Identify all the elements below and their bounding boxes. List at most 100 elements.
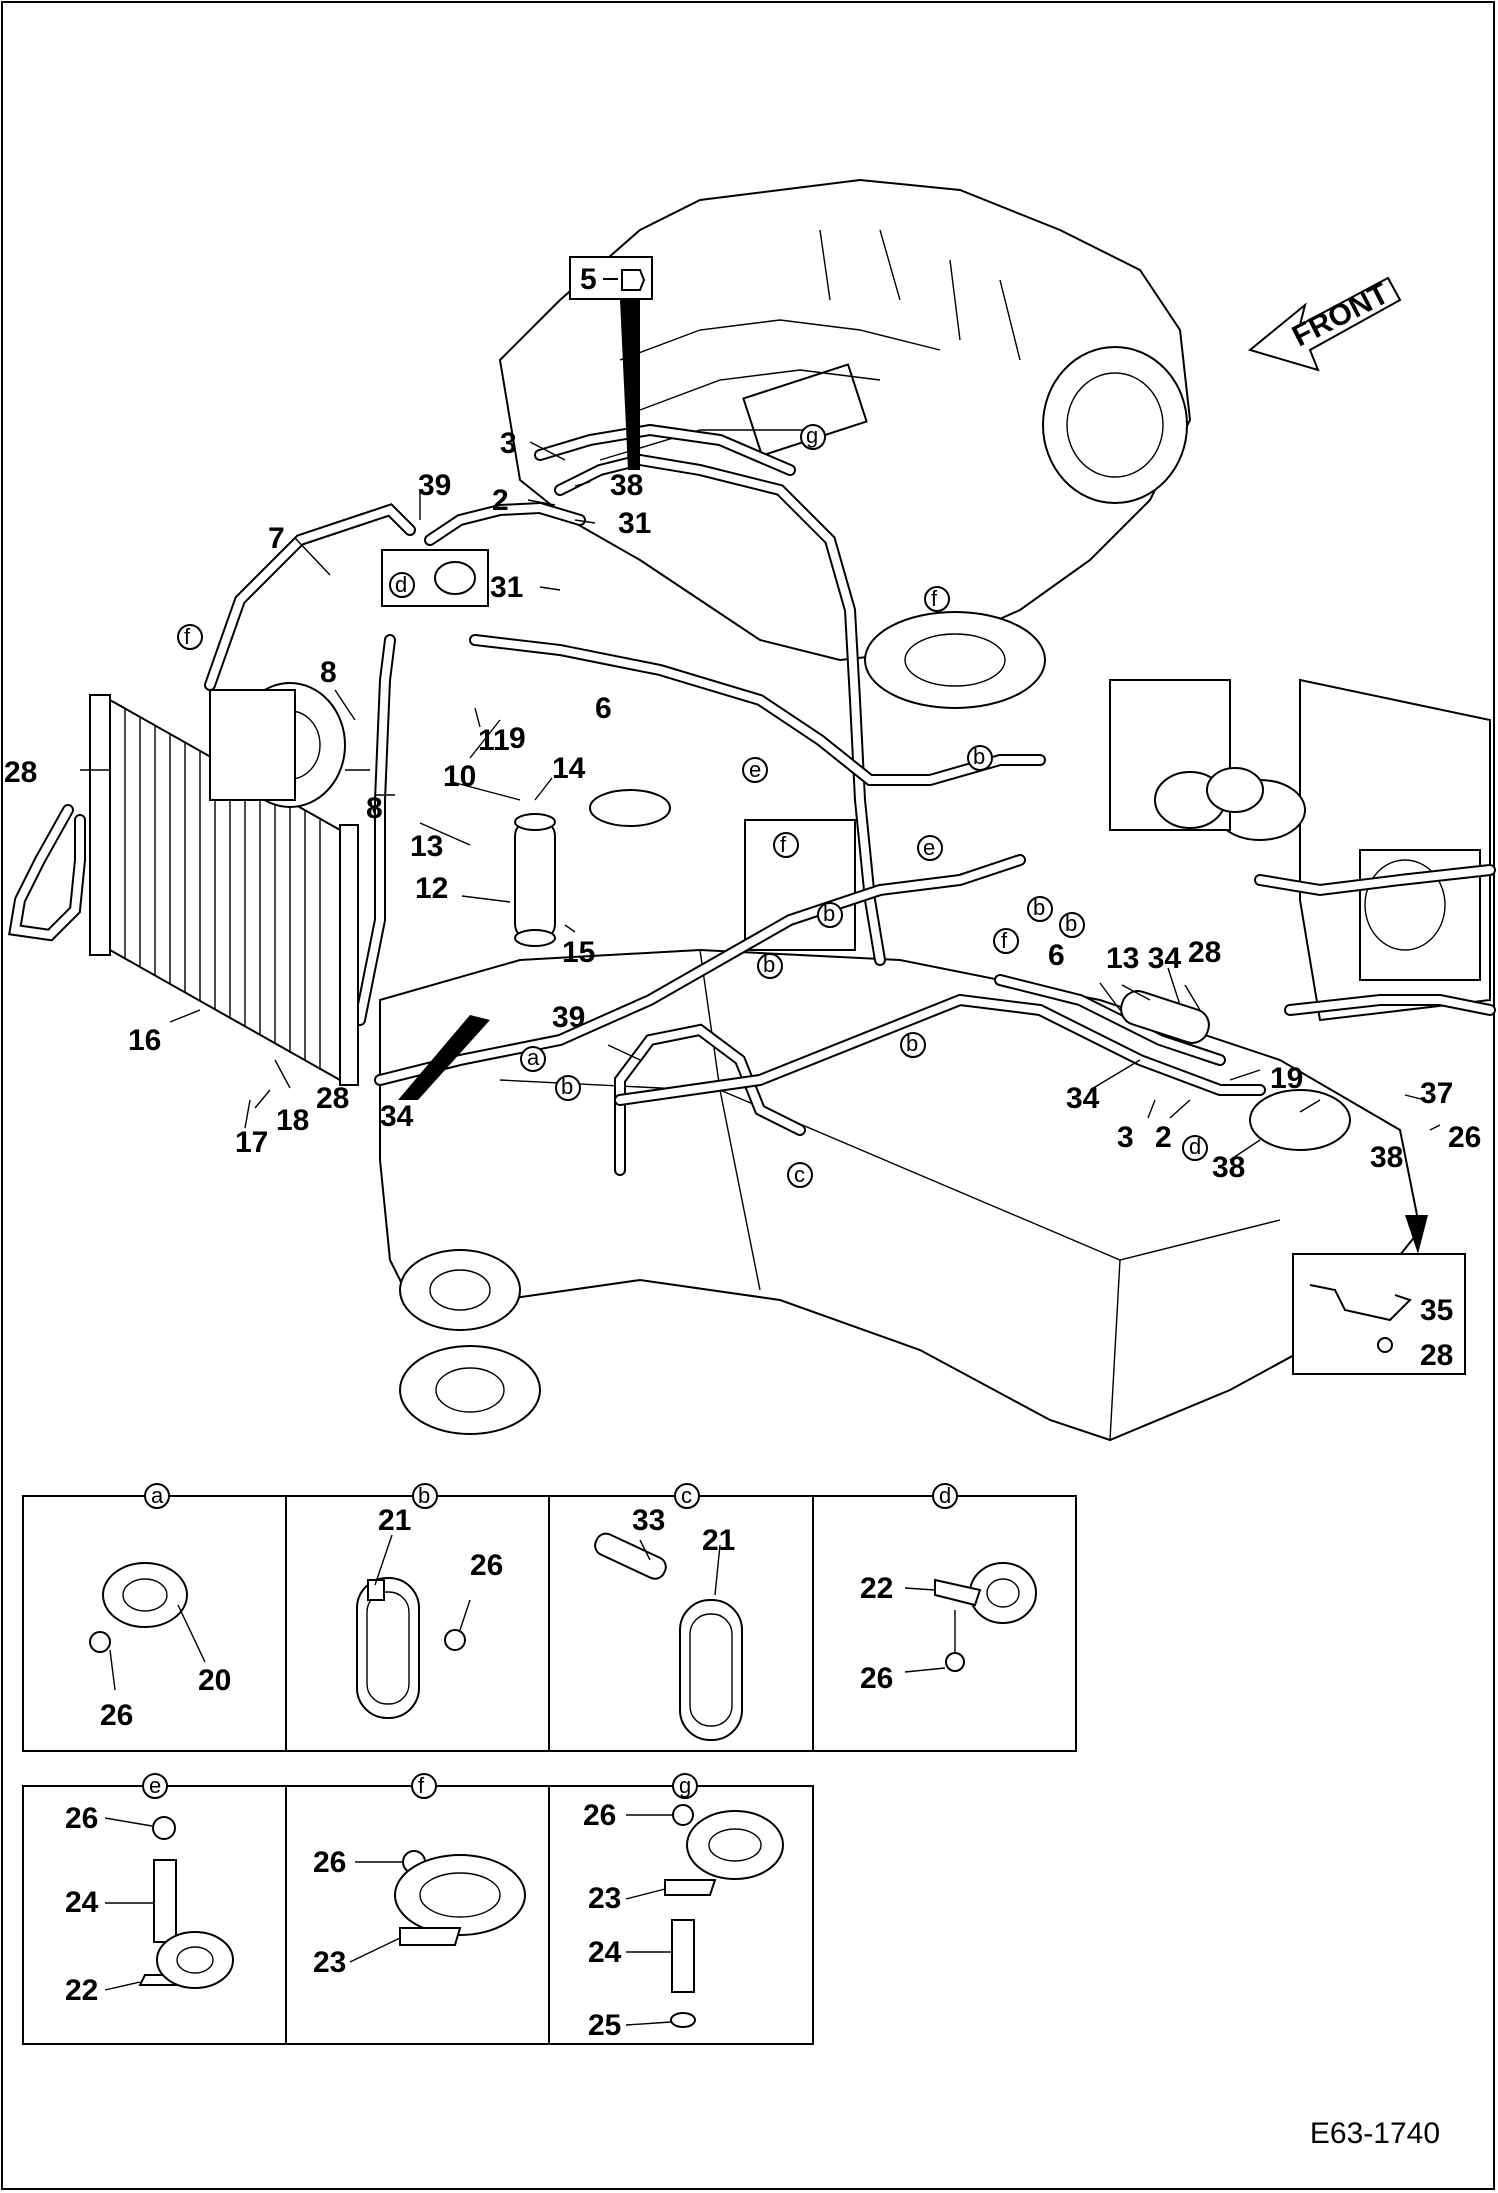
svg-text:b: b — [823, 901, 835, 926]
callout-2: 2 — [492, 484, 509, 517]
callout-36-a: 38 — [1212, 1151, 1245, 1184]
svg-text:d: d — [1189, 1134, 1201, 1159]
leader-lines — [80, 441, 1441, 1161]
engine-assembly — [498, 178, 1192, 709]
detail-f-part-26: 26 — [313, 1846, 346, 1879]
detail-e-part-24: 24 — [65, 1886, 99, 1919]
callout-8-top: 8 — [320, 656, 337, 689]
callout-34-right: 34 — [1066, 1082, 1100, 1115]
detail-e: e 26 24 22 — [65, 1773, 234, 2007]
detail-35-box: 35 28 — [1292, 1215, 1466, 1375]
drawing-code: E63-1740 — [1309, 2117, 1440, 2150]
callout-13-34: 13 34 — [1106, 942, 1181, 975]
svg-text:b: b — [561, 1074, 573, 1099]
boom-pin-left — [399, 1249, 521, 1331]
callout-18: 18 — [276, 1104, 309, 1137]
svg-text:c: c — [794, 1162, 805, 1187]
svg-text:b: b — [418, 1483, 430, 1508]
callout-34-left: 34 — [380, 1100, 414, 1133]
main-callouts: 3 2 38 31 31 39 7 8 8 6 9 11 10 14 13 12… — [4, 427, 1481, 1184]
callout-8-bottom: 8 — [366, 792, 383, 825]
callout-6-right: 6 — [1048, 939, 1065, 972]
callout-13-left: 13 — [410, 830, 443, 863]
detail-d-inset: d — [381, 549, 489, 607]
callout-3: 3 — [500, 427, 517, 460]
detail-c-part-21: 21 — [702, 1524, 735, 1557]
callout-31-top: 31 — [618, 507, 651, 540]
accumulator — [1120, 990, 1210, 1044]
svg-text:f: f — [184, 624, 191, 649]
cap-icon — [621, 269, 646, 291]
svg-text:g: g — [679, 1773, 691, 1798]
svg-text:f: f — [1001, 928, 1008, 953]
detail-g-part-24: 24 — [588, 1936, 622, 1969]
callout-26-right: 26 — [1448, 1121, 1481, 1154]
callout-37: 37 — [1420, 1077, 1453, 1110]
detail-d-part-26: 26 — [860, 1662, 893, 1695]
callout-6-top: 6 — [595, 692, 612, 725]
callout-38: 39 — [418, 469, 451, 502]
ref-d-upper: d — [395, 572, 407, 597]
detail-g-part-25: 25 — [588, 2009, 621, 2042]
detail-5-box: 5 — [569, 256, 653, 470]
detail-a: a 20 26 — [89, 1483, 231, 1732]
front-direction-arrow: FRONT — [1247, 276, 1402, 372]
detail-g-part-26: 26 — [583, 1799, 616, 1832]
svg-text:b: b — [973, 744, 985, 769]
detail-g-part-23: 23 — [588, 1882, 621, 1915]
callout-14: 14 — [552, 752, 586, 785]
svg-text:d: d — [939, 1483, 951, 1508]
callout-10: 10 — [443, 760, 476, 793]
detail-d-part-22: 22 — [860, 1572, 893, 1605]
svg-text:b: b — [763, 952, 775, 977]
svg-text:e: e — [923, 835, 935, 860]
detail-g: g 26 23 24 25 — [583, 1773, 784, 2042]
callout-36-top: 38 — [610, 469, 643, 502]
reference-markers: f g f e b f e b b b f b a b b c d — [177, 423, 1208, 1188]
detail-f-part-23: 23 — [313, 1946, 346, 1979]
detail-a-part-26: 26 — [100, 1699, 133, 1732]
svg-text:f: f — [931, 586, 938, 611]
callout-39: 39 — [552, 1001, 585, 1034]
detail-e-part-26: 26 — [65, 1802, 98, 1835]
callout-3-right: 3 — [1117, 1121, 1134, 1154]
callout-12: 12 — [415, 872, 448, 905]
receiver-dryer — [514, 813, 556, 947]
svg-text:e: e — [749, 757, 761, 782]
svg-text:f: f — [418, 1773, 425, 1798]
pointer-34 — [398, 1015, 490, 1100]
pointer-5 — [620, 300, 640, 470]
front-label: FRONT — [1287, 277, 1394, 353]
detail-b-part-21: 21 — [378, 1504, 411, 1537]
engine-fan-shroud — [1042, 346, 1188, 504]
callout-26-box: 28 — [1420, 1339, 1453, 1372]
detail-a-part-20: 20 — [198, 1664, 231, 1697]
detail-d: d 22 26 — [860, 1483, 1037, 1695]
boom-pin-lower — [399, 1345, 541, 1435]
svg-text:a: a — [151, 1483, 164, 1508]
svg-text:g: g — [806, 423, 818, 448]
detail-c: c 33 21 — [594, 1483, 743, 1741]
svg-text:b: b — [1065, 911, 1077, 936]
callout-32: 28 — [316, 1082, 349, 1115]
svg-text:b: b — [1033, 895, 1045, 920]
callout-35: 35 — [1420, 1294, 1453, 1327]
detail-e-part-22: 22 — [65, 1974, 98, 2007]
callout-5: 5 — [580, 263, 597, 296]
callout-19: 19 — [1270, 1062, 1303, 1095]
detail-f: f 26 23 — [313, 1773, 526, 1979]
svg-text:e: e — [149, 1773, 161, 1798]
callout-9: 9 — [509, 722, 526, 755]
callout-11: 11 — [478, 724, 510, 757]
detail-c-part-33: 33 — [632, 1504, 665, 1537]
callout-36-b: 38 — [1370, 1141, 1403, 1174]
callout-15: 15 — [562, 936, 595, 969]
detail-b-part-26: 26 — [470, 1549, 503, 1582]
callout-31-bottom: 31 — [490, 571, 523, 604]
callout-17: 17 — [235, 1126, 268, 1159]
callout-28: 28 — [1188, 936, 1221, 969]
alternator — [864, 611, 1046, 709]
